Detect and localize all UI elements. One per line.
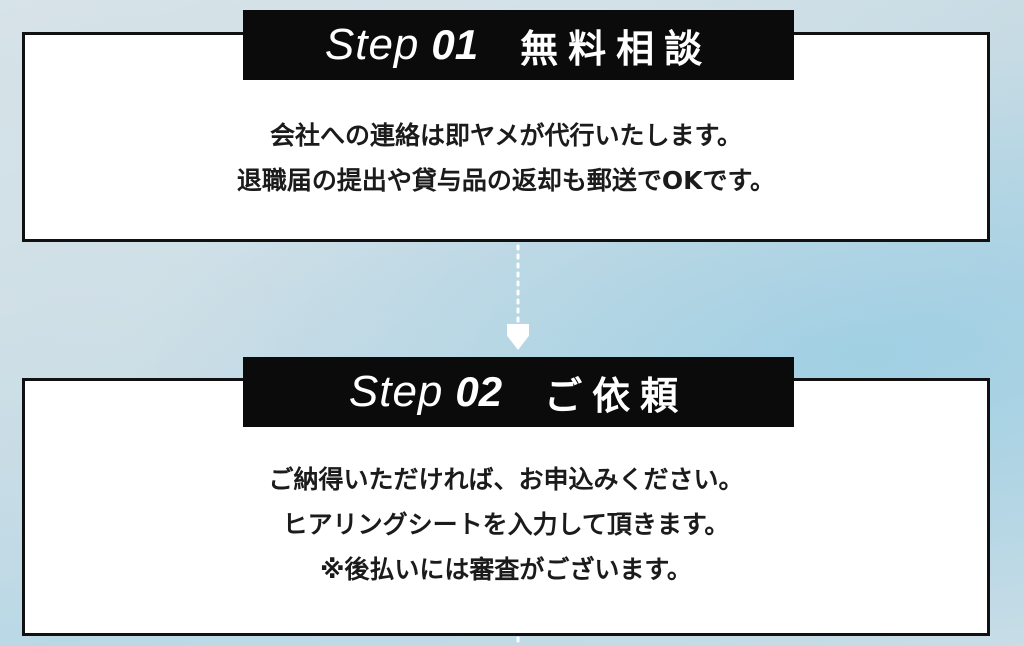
step-02-description: ご納得いただければ、お申込みください。 ヒアリングシートを入力して頂きます。 ※… — [25, 457, 987, 592]
step-02-line-1: ご納得いただければ、お申込みください。 — [268, 465, 744, 494]
dotted-arrow-down-icon — [507, 244, 529, 350]
step-01-description: 会社への連絡は即ヤメが代行いたします。 退職届の提出や貸与品の返却も郵送でOKで… — [25, 113, 987, 203]
step-01-title: 無料相談 — [520, 26, 713, 71]
step-02-banner: Step 02 ご依頼 — [243, 357, 794, 427]
step-01-line-2: 退職届の提出や貸与品の返却も郵送でOKです。 — [236, 166, 776, 195]
step-01-banner: Step 01 無料相談 — [243, 10, 794, 80]
step-02-number: 02 — [455, 368, 503, 415]
step-02-label: Step — [348, 367, 444, 416]
step-01-number: 01 — [431, 21, 479, 68]
step-02-line-2: ヒアリングシートを入力して頂きます。 — [282, 510, 730, 539]
step-02-line-3: ※後払いには審査がございます。 — [320, 555, 692, 584]
step-02-title: ご依頼 — [544, 373, 689, 418]
step-01-line-1: 会社への連絡は即ヤメが代行いたします。 — [269, 121, 742, 150]
dotted-line-icon — [516, 636, 520, 646]
step-01-label: Step — [324, 20, 420, 69]
